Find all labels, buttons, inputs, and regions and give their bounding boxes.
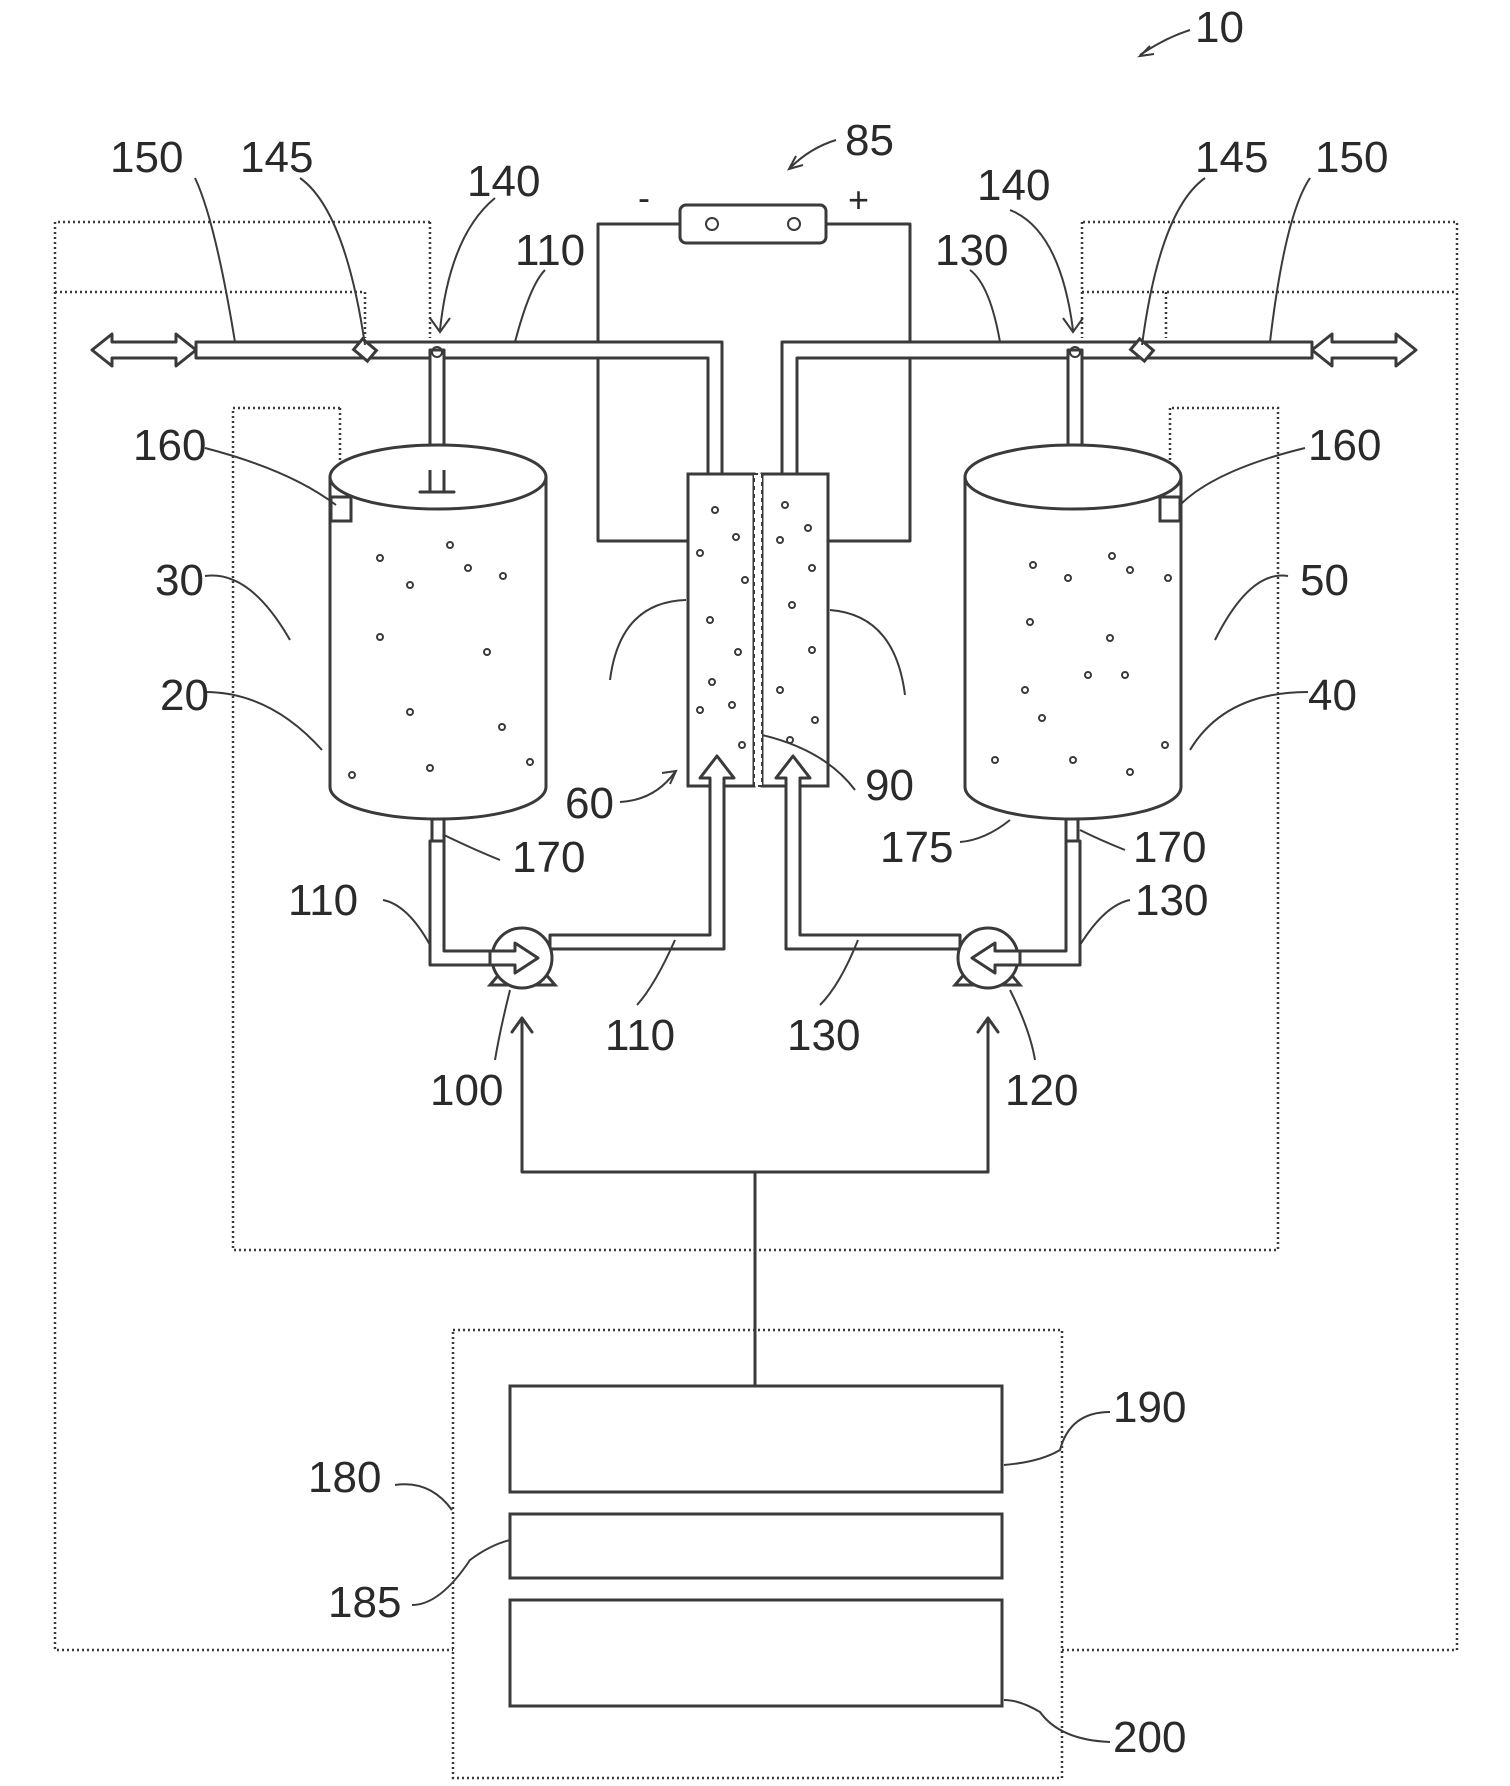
label-electrolyte-left: 30 (155, 556, 204, 605)
label-io-module: 200 (1113, 1713, 1186, 1762)
membrane-90 (754, 474, 762, 786)
pump-100 (490, 928, 555, 988)
tank-left (330, 445, 546, 819)
label-line-110-bottom: 110 (605, 1011, 675, 1060)
label-cell: 60 (565, 779, 614, 828)
label-tank-bottom: 175 (880, 823, 953, 872)
label-line-130-top: 130 (935, 226, 1008, 275)
io-module-200 (510, 1600, 1002, 1706)
label-battery: 85 (845, 116, 894, 165)
label-outlet-right: 170 (1133, 823, 1206, 872)
battery-body (680, 205, 826, 243)
label-valve-left: 145 (240, 133, 313, 182)
label-pump-right: 120 (1005, 1066, 1078, 1115)
label-inlet-right: 140 (977, 161, 1050, 210)
label-processor: 190 (1113, 1383, 1186, 1432)
label-outlet-left: 170 (512, 833, 585, 882)
label-tank-left: 20 (160, 671, 209, 720)
label-memory: 185 (328, 1578, 401, 1627)
label-minus: - (638, 177, 650, 218)
half-cell-70 (688, 474, 754, 786)
label-vent-left: 150 (110, 133, 183, 182)
label-sensor-right: 160 (1308, 421, 1381, 470)
processor-190 (510, 1386, 1002, 1492)
label-membrane: 90 (865, 761, 914, 810)
tank-right (965, 445, 1181, 819)
label-controller: 180 (308, 1453, 381, 1502)
pump-120 (955, 928, 1020, 988)
top-manifold (92, 334, 1416, 478)
label-valve-right: 145 (1195, 133, 1268, 182)
label-vent-right: 150 (1315, 133, 1388, 182)
label-electrolyte-right: 50 (1300, 556, 1349, 605)
label-plus: + (848, 179, 869, 220)
label-pump-left: 100 (430, 1066, 503, 1115)
label-line-110-left: 110 (288, 876, 358, 925)
label-inlet-left: 140 (467, 157, 540, 206)
memory-185 (510, 1514, 1002, 1578)
electrochemical-cell (688, 474, 828, 786)
label-line-110-top: 110 (515, 226, 585, 275)
label-system: 10 (1195, 3, 1244, 52)
sensor-160-right (1160, 497, 1180, 521)
label-tank-right: 40 (1308, 671, 1357, 720)
reference-labels: 10 85 - + 150 145 140 110 130 140 145 15… (110, 3, 1388, 1762)
sensor-160-left (331, 497, 351, 521)
label-sensor-left: 160 (133, 421, 206, 470)
label-line-130-bottom: 130 (787, 1011, 860, 1060)
label-line-130-right: 130 (1135, 876, 1208, 925)
controller-180 (453, 1330, 1062, 1778)
half-cell-80 (762, 474, 828, 786)
